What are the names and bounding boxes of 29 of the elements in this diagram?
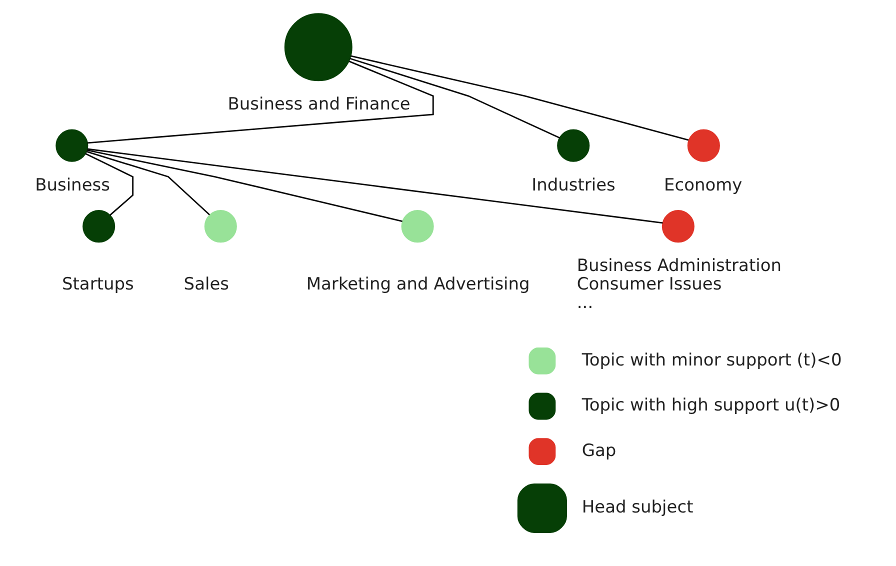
node-circle xyxy=(401,210,434,243)
connector xyxy=(350,55,689,141)
connector xyxy=(87,60,434,144)
node-label: Startups xyxy=(62,274,134,295)
node-label: Consumer Issues xyxy=(576,274,722,295)
node-circle xyxy=(284,13,352,82)
connector xyxy=(87,150,402,222)
legend-label: Topic with high support u(t)>0 xyxy=(582,396,840,416)
legend-label: Head subject xyxy=(582,498,694,518)
node-label: Business and Finance xyxy=(228,94,410,115)
node-label: ... xyxy=(576,292,594,313)
connector xyxy=(87,148,663,224)
node-circle xyxy=(56,129,88,162)
node-circle xyxy=(204,210,237,243)
node-circle xyxy=(557,129,590,162)
node-label: Industries xyxy=(532,175,616,196)
node-circle xyxy=(662,210,694,243)
node-circle xyxy=(82,210,116,243)
node-label: Sales xyxy=(184,274,230,295)
node-label: Economy xyxy=(664,175,742,196)
node-circle xyxy=(687,129,720,162)
node-label: Business Administration xyxy=(576,256,782,276)
connector xyxy=(85,152,134,216)
node-label: Marketing and Advertising xyxy=(306,274,530,295)
legend-label: Topic with minor support (t)<0 xyxy=(582,350,842,370)
node-label: Business xyxy=(35,175,110,196)
legend-label: Gap xyxy=(582,440,616,461)
connector xyxy=(350,58,560,139)
connector xyxy=(86,150,210,216)
